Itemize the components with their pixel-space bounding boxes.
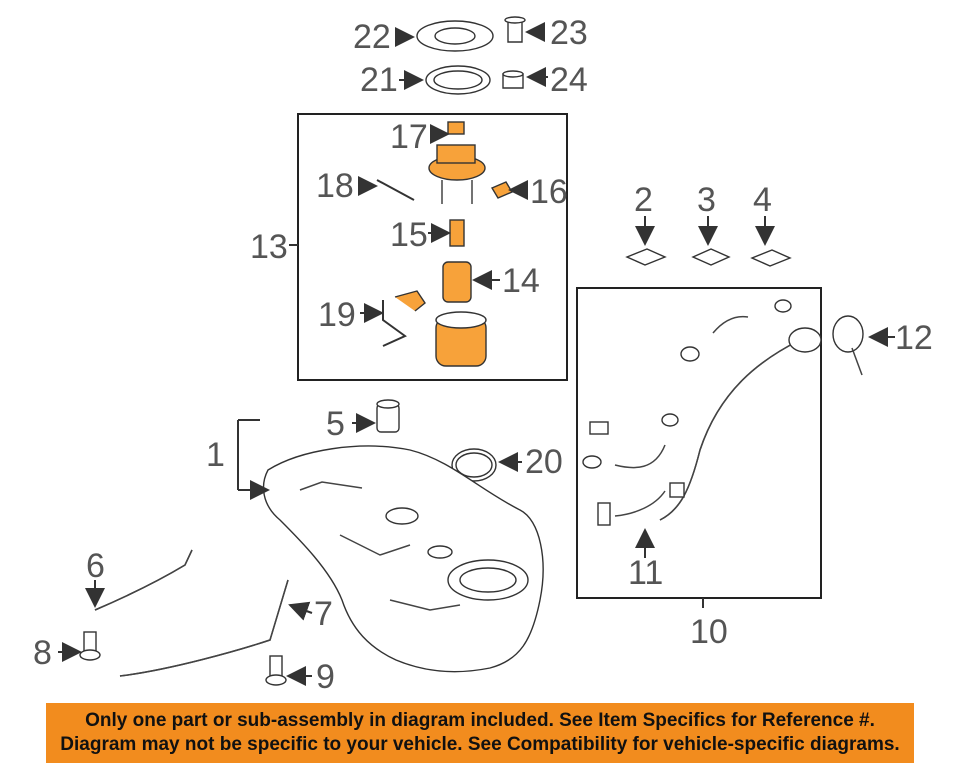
callout-16: 16 — [530, 173, 568, 211]
filler-neck-parts — [582, 299, 822, 526]
callout-15: 15 — [390, 216, 428, 254]
callout-24: 24 — [550, 61, 588, 99]
bolt-8 — [79, 631, 101, 661]
notice-banner: Only one part or sub-assembly in diagram… — [46, 703, 914, 763]
callout-7: 7 — [314, 595, 333, 633]
filler-neck-box — [576, 287, 822, 599]
bolt-23 — [504, 16, 526, 43]
notice-line-1: Only one part or sub-assembly in diagram… — [85, 710, 875, 731]
gasket-22 — [416, 20, 494, 52]
callout-8: 8 — [33, 634, 52, 672]
seal-20 — [451, 448, 497, 482]
part-5 — [376, 399, 400, 433]
callout-3: 3 — [697, 181, 716, 219]
pump-module-parts — [376, 121, 514, 367]
callout-22: 22 — [353, 18, 391, 56]
callout-5: 5 — [326, 405, 345, 443]
callout-1: 1 — [206, 436, 225, 474]
ring-21 — [425, 65, 491, 95]
callout-20: 20 — [525, 443, 563, 481]
callout-2: 2 — [634, 181, 653, 219]
bolt-9 — [265, 655, 287, 686]
callout-6: 6 — [86, 547, 105, 585]
parts-diagram: 22 21 23 24 17 18 16 15 13 14 19 2 3 4 1… — [33, 14, 933, 696]
fuel-cap-12 — [832, 315, 864, 376]
callout-21: 21 — [360, 61, 398, 99]
callout-12: 12 — [895, 319, 933, 357]
nut-24 — [502, 70, 524, 89]
callout-14: 14 — [502, 262, 540, 300]
pads — [625, 248, 792, 267]
callout-13: 13 — [250, 228, 288, 266]
notice-line-2: Diagram may not be specific to your vehi… — [60, 734, 900, 755]
fuel-tank — [262, 445, 544, 673]
strap-7 — [119, 579, 289, 677]
callout-19: 19 — [318, 296, 356, 334]
callout-10: 10 — [690, 613, 728, 651]
callout-23: 23 — [550, 14, 588, 52]
callout-11: 11 — [628, 554, 663, 592]
strap-6 — [94, 549, 193, 611]
callout-18: 18 — [316, 167, 354, 205]
callout-4: 4 — [753, 181, 772, 219]
callout-17: 17 — [390, 118, 428, 156]
pump-module-box — [297, 113, 568, 381]
callout-9: 9 — [316, 658, 335, 696]
